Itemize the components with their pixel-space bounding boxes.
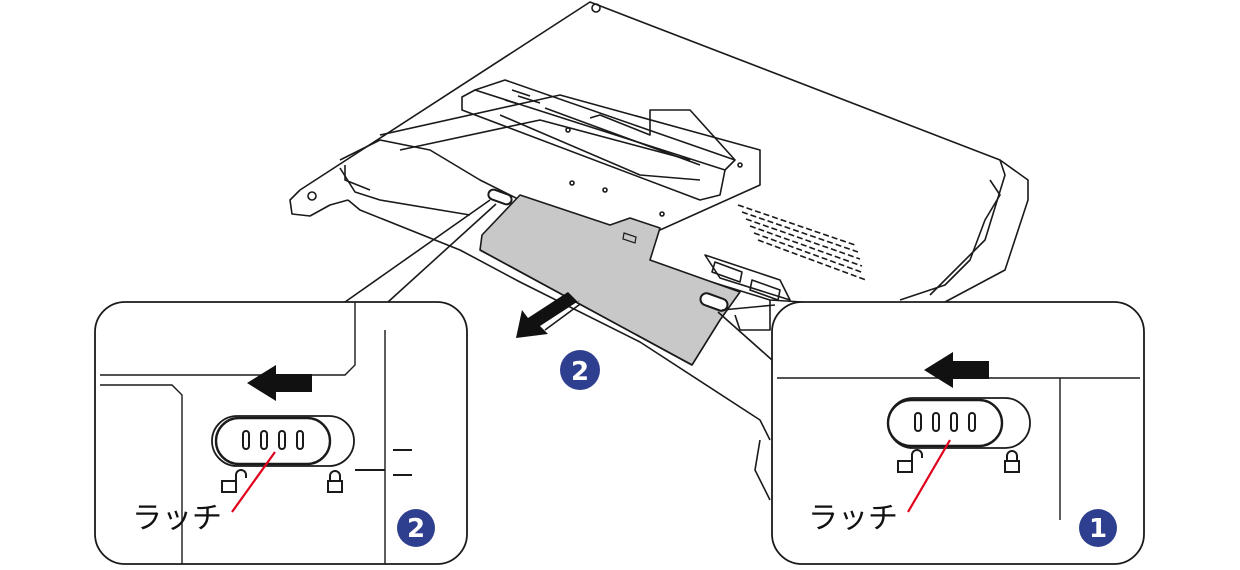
step-number-left: 2 [407,514,425,544]
battery-latch-left [487,188,513,206]
battery-latch-right [699,292,729,312]
latch-knob-right [886,398,1004,448]
lock-icon-right [1004,450,1020,473]
latch-label-left: ラッチ [132,501,222,536]
step-badge-left: 2 [397,509,435,547]
latch-knob-left [214,416,332,466]
laptop-outline [289,1,1029,501]
callout-pointers [344,199,776,361]
latch-pointer-right [907,439,951,513]
step-number-right: 1 [1089,514,1107,544]
pull-arrow-icon [516,292,580,338]
left-arrow-icon [247,365,312,401]
latch-pointer-left [231,451,276,513]
battery-icon [622,232,637,244]
right-arrow-icon [924,352,989,388]
step-badge-right: 1 [1079,509,1117,547]
unlock-icon [221,469,247,493]
detail-panel-left: ラッチ 2 [94,301,468,565]
step-badge-main: 2 [560,350,600,390]
unlock-icon-right [897,449,923,473]
step-number-main: 2 [571,357,589,387]
lock-icon [327,470,343,493]
battery-pack [479,188,741,366]
latch-label-right: ラッチ [808,501,898,536]
detail-panel-right: ラッチ 1 [771,301,1145,565]
